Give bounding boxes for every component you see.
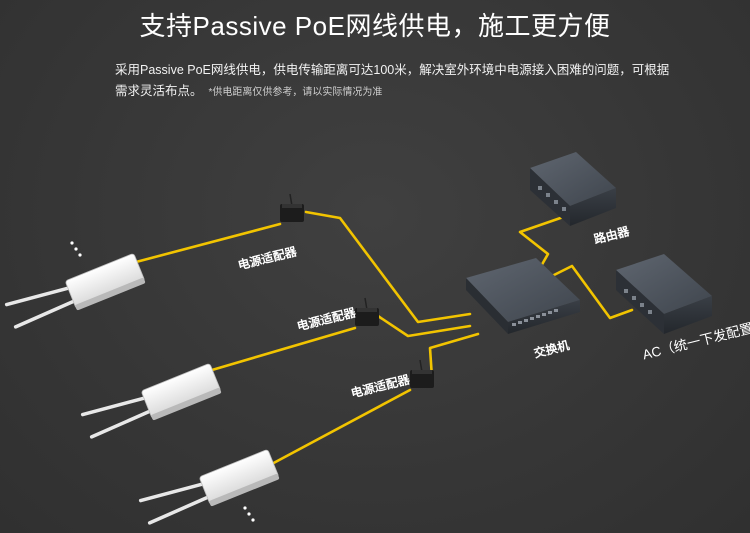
ellipsis-icon [70, 241, 82, 257]
ap-icon [80, 363, 222, 439]
adapter-icon [410, 359, 434, 388]
cable-adapter3-switch [428, 332, 480, 380]
ap-icon [138, 449, 280, 525]
description-line-2: 需求灵活布点。 [115, 84, 203, 98]
adapter-icon [280, 193, 304, 222]
adapter-icon [355, 297, 379, 326]
cable-ap1-adapter1 [134, 222, 282, 264]
cable-adapter1-switch [304, 210, 472, 324]
cable-adapter2-switch [376, 314, 472, 338]
ap-icon [4, 253, 146, 329]
description: 采用Passive PoE网线供电，供电传输距离可达100米，解决室外环境中电源… [115, 60, 715, 103]
distance-note: *供电距离仅供参考，请以实际情况为准 [208, 87, 383, 98]
ac-controller-icon [616, 254, 712, 334]
cables [134, 210, 634, 468]
cable-switch-router [518, 212, 574, 270]
ellipsis-icon [243, 506, 255, 522]
switch-icon [466, 258, 580, 334]
description-line-1: 采用Passive PoE网线供电，供电传输距离可达100米，解决室外环境中电源… [115, 63, 670, 77]
cable-ap2-adapter2 [210, 326, 357, 372]
page-title: 支持Passive PoE网线供电，施工更方便 [139, 11, 611, 41]
cable-ap3-adapter3 [266, 388, 412, 468]
router-icon [530, 152, 616, 226]
cable-switch-ac [546, 264, 634, 320]
